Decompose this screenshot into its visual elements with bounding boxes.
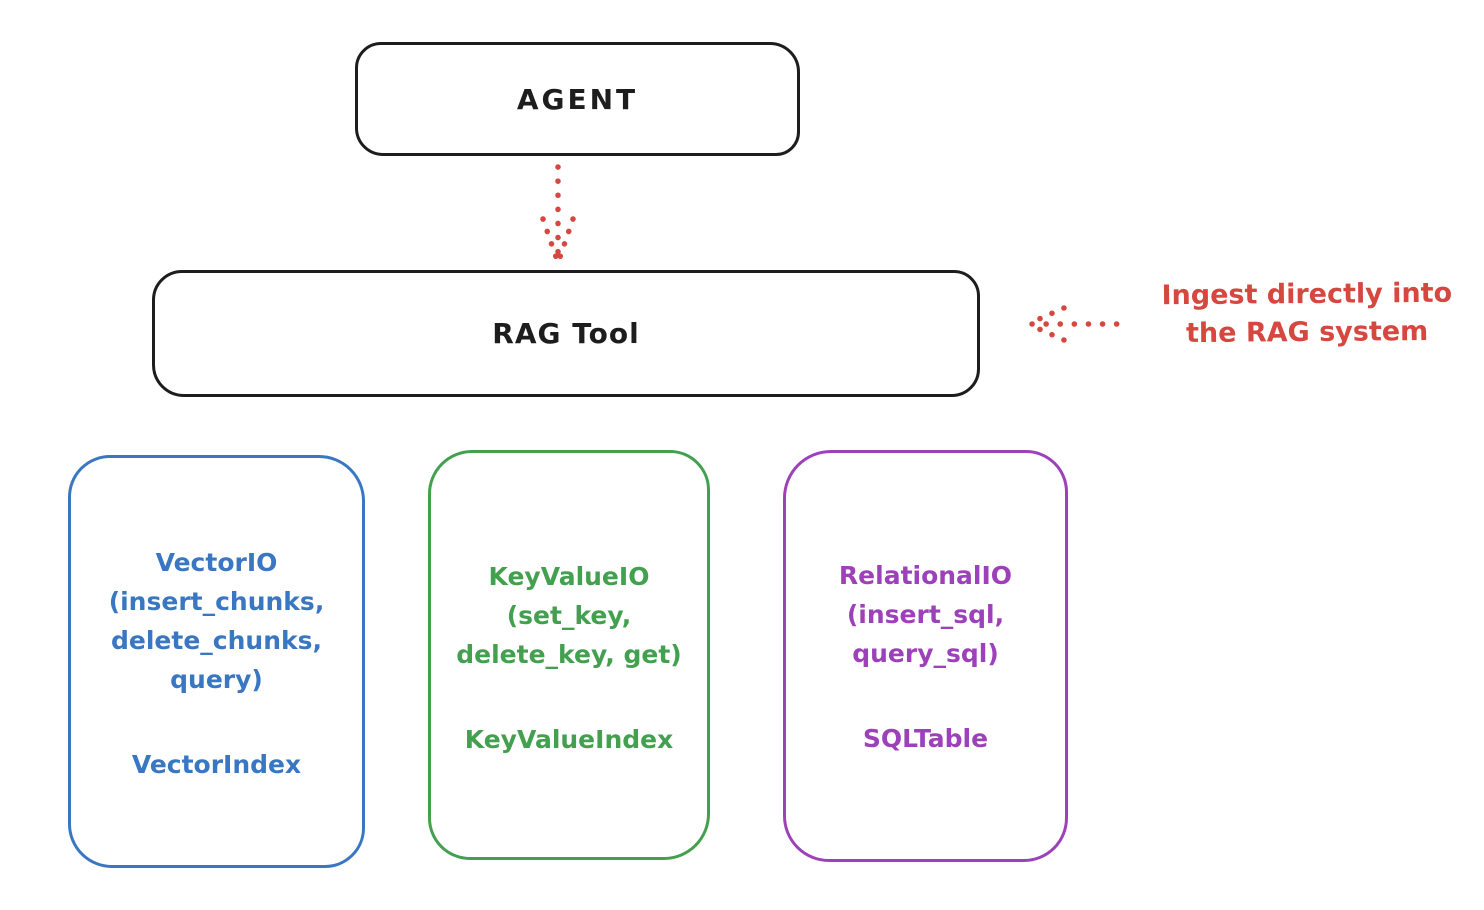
keyvalue-io-title: KeyValueIO bbox=[488, 562, 650, 591]
keyvalue-io-methods-line2: delete_key, get) bbox=[456, 640, 682, 669]
sql-table-label: SQLTable bbox=[862, 724, 989, 753]
rag-tool-label: RAG Tool bbox=[492, 317, 640, 350]
agent-label: AGENT bbox=[516, 82, 639, 116]
agent-to-rag-dotted-arrow-icon bbox=[540, 164, 576, 260]
vector-io-methods-line1: (insert_chunks, bbox=[108, 587, 325, 616]
vector-io-methods-line2: delete_chunks, bbox=[111, 626, 322, 655]
rag-tool-box: RAG Tool bbox=[152, 270, 980, 397]
ingest-annotation-line2: the RAG system bbox=[1185, 315, 1429, 350]
ingest-annotation: Ingest directly into the RAG system bbox=[1130, 274, 1484, 353]
vector-index-label: VectorIndex bbox=[131, 750, 302, 779]
vector-io-methods-line3: query) bbox=[170, 665, 263, 694]
ingest-annotation-line1: Ingest directly into bbox=[1161, 277, 1453, 312]
relational-io-box: RelationalIO (insert_sql, query_sql) SQL… bbox=[783, 450, 1068, 862]
keyvalue-index-label: KeyValueIndex bbox=[464, 725, 674, 754]
relational-io-title: RelationalIO bbox=[838, 561, 1013, 590]
keyvalue-io-methods-line1: (set_key, bbox=[506, 601, 632, 630]
relational-io-methods-line2: query_sql) bbox=[852, 639, 999, 668]
keyvalue-io-box: KeyValueIO (set_key, delete_key, get) Ke… bbox=[428, 450, 710, 860]
agent-box: AGENT bbox=[355, 42, 800, 156]
vector-io-title: VectorIO bbox=[155, 548, 278, 577]
vector-io-box: VectorIO (insert_chunks, delete_chunks, … bbox=[68, 455, 365, 868]
relational-io-methods-line1: (insert_sql, bbox=[846, 600, 1005, 629]
ingest-dotted-arrow-icon bbox=[1027, 305, 1133, 343]
